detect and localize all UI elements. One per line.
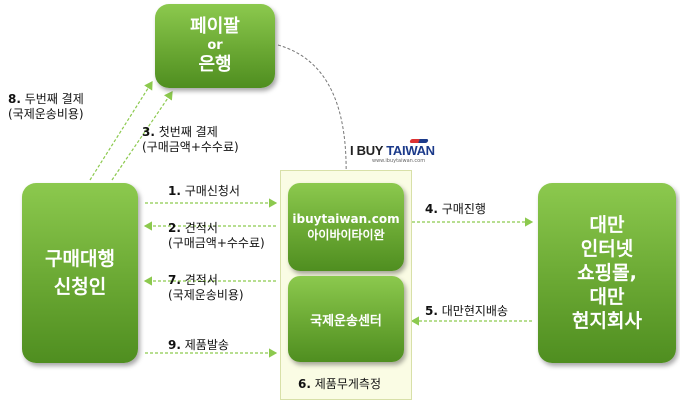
step-6-num: 6. [298,377,311,391]
step-3-num: 3. [142,125,155,139]
step-1-label: 1. 구매신청서 [168,184,240,199]
step-9-text: 제품발송 [184,338,229,352]
applicant-box: 구매대행 신청인 [22,183,138,363]
vendor-box: 대만 인터넷 쇼핑몰, 대만 현지회사 [538,183,676,363]
step-4-label: 4. 구매진행 [425,202,486,217]
step-2-text: 견적서 [184,221,218,235]
or-label: or [207,38,223,53]
vendor-line5: 현지회사 [572,310,642,332]
applicant-line2: 신청인 [53,276,107,298]
step-5-label: 5. 대만현지배송 [425,304,508,319]
vendor-line1: 대만 [589,214,625,236]
arrow-step-8 [89,80,153,181]
vendor-line4: 대만 [589,286,625,308]
vendor-line3: 쇼핑몰, [577,262,637,284]
paypal-bank-box: 페이팔 or 은행 [155,4,275,88]
step-3-text: 첫번째 결제 [158,125,218,139]
step-5-num: 5. [425,304,438,318]
step-8-text: 두번째 결제 [24,92,84,106]
step-2-num: 2. [168,221,181,235]
step-6-text: 제품무게측정 [314,377,381,391]
logo-text-a: I BUY [350,143,387,158]
ibuytaiwan-logo: I BUY TAIWAN www.ibuytaiwan.com [350,139,435,167]
step-4-num: 4. [425,202,438,216]
arrow-step-3 [111,91,173,181]
step-3-label: 3. 첫번째 결제 (구매금액+수수료) [142,125,239,155]
step-7-num: 7. [168,273,181,287]
ibuy-domain: ibuytaiwan.com [292,212,400,226]
step-5-text: 대만현지배송 [441,304,508,318]
logo-url: www.ibuytaiwan.com [372,158,426,164]
step-7-sub: (국제운송비용) [168,288,244,302]
step-4-text: 구매진행 [441,202,486,216]
vendor-line2: 인터넷 [580,238,634,260]
step-9-num: 9. [168,338,181,352]
step-2-sub: (구매금액+수수료) [168,236,265,250]
step-8-sub: (국제운송비용) [8,107,84,121]
step-9-label: 9. 제품발송 [168,338,229,353]
intl-center-label: 국제운송센터 [310,313,382,329]
step-7-text: 견적서 [184,273,218,287]
step-8-label: 8. 두번째 결제 (국제운송비용) [8,92,84,122]
applicant-line1: 구매대행 [45,248,115,270]
ibuytaiwan-box: ibuytaiwan.com 아이바이타이완 [288,183,404,271]
intl-shipping-center-box: 국제운송센터 [288,276,404,362]
step-8-num: 8. [8,92,21,106]
step-3-sub: (구매금액+수수료) [142,140,239,154]
ibuy-korean-name: 아이바이타이완 [307,228,385,242]
bank-label: 은행 [198,54,232,75]
step-1-text: 구매신청서 [184,184,240,198]
step-2-label: 2. 견적서 (구매금액+수수료) [168,221,265,251]
step-1-num: 1. [168,184,181,198]
paypal-label: 페이팔 [190,16,240,37]
step-6-label: 6. 제품무게측정 [298,377,381,392]
logo-text-b: TAIWAN [386,143,435,158]
arrow-paypal-to-ibuy [277,44,351,181]
step-7-label: 7. 견적서 (국제운송비용) [168,273,244,303]
